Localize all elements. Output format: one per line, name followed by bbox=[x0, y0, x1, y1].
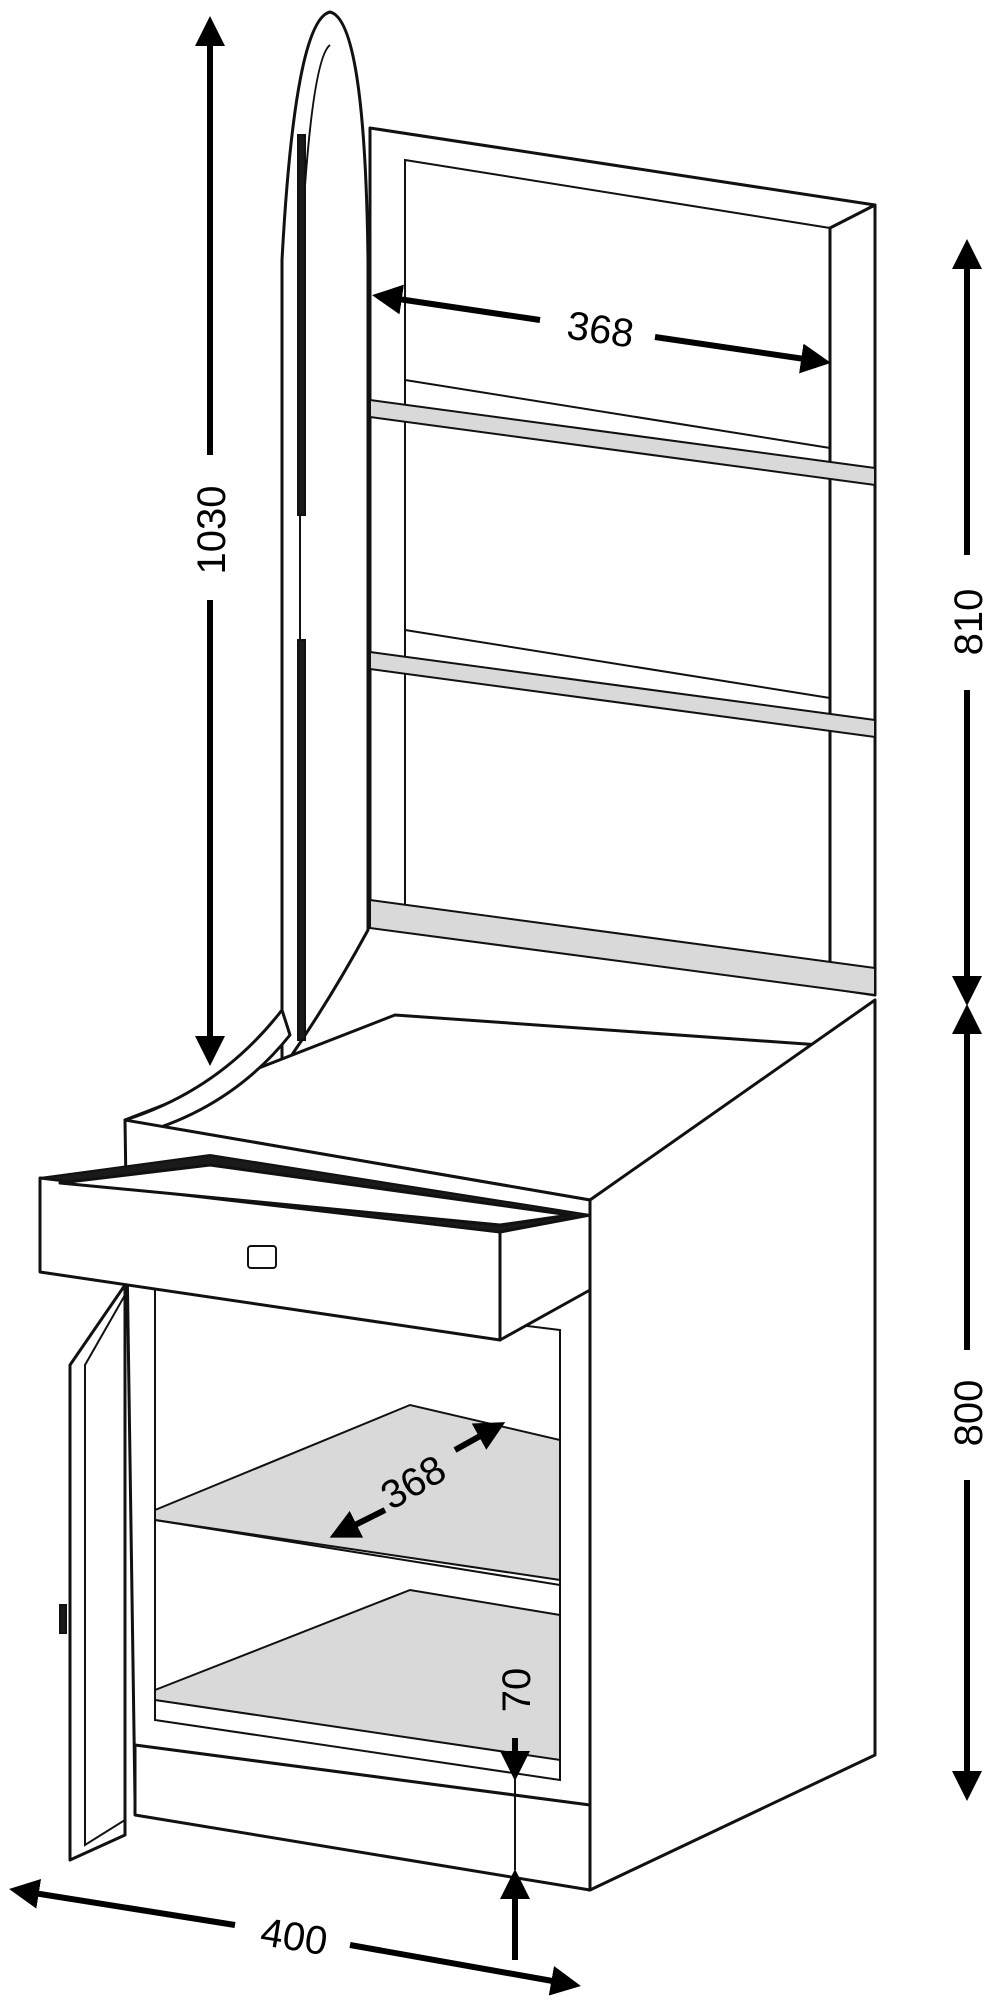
top-shelf-unit bbox=[368, 126, 877, 997]
dimension-inner-width-top: 368 bbox=[372, 284, 831, 374]
dim-label-total-height: 1030 bbox=[190, 486, 234, 575]
dim-label-top-unit-height: 810 bbox=[947, 589, 991, 656]
dim-label-inner-width-top: 368 bbox=[564, 304, 636, 357]
dimension-total-height: 1030 bbox=[190, 15, 234, 1066]
dim-label-bottom-unit-height: 800 bbox=[947, 1380, 991, 1447]
dimension-overall-width: 400 bbox=[9, 1878, 581, 1996]
open-drawer bbox=[38, 1153, 592, 1342]
dim-label-overall-width: 400 bbox=[258, 1910, 331, 1964]
dimension-bottom-unit-height: 800 bbox=[947, 1004, 991, 1801]
dimension-plinth-height: 70 bbox=[495, 1668, 539, 1960]
dim-label-plinth-height: 70 bbox=[495, 1668, 539, 1713]
arched-mirror-panel bbox=[280, 10, 370, 1067]
dimension-top-unit-height: 810 bbox=[947, 239, 991, 1006]
open-door bbox=[59, 1283, 127, 1862]
lower-cabinet bbox=[123, 998, 877, 1892]
